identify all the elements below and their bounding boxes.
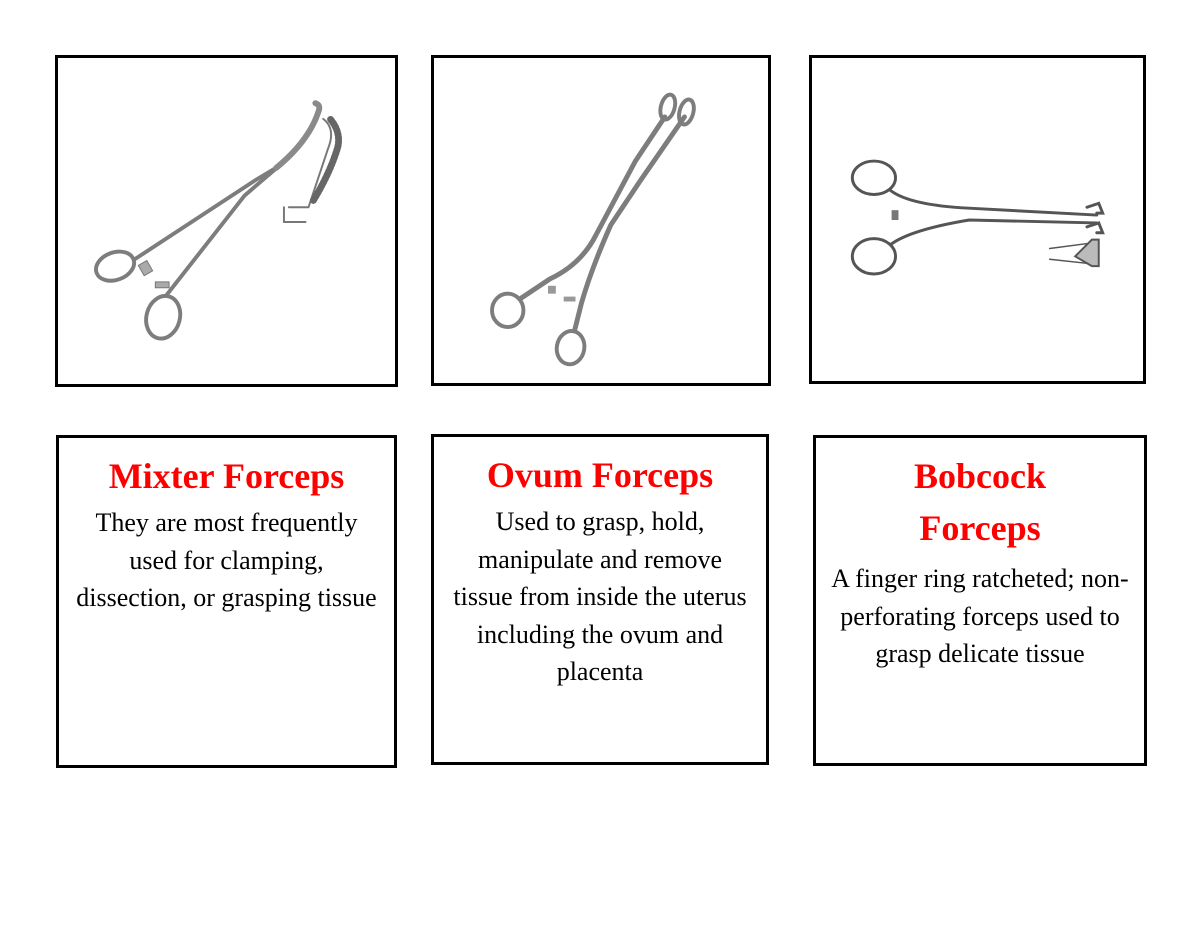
card-description: A finger ring ratcheted; non-perforating… (831, 564, 1129, 668)
mixter-forceps-card: Mixter Forceps They are most frequently … (56, 435, 397, 768)
card-description: Used to grasp, hold, manipulate and remo… (453, 507, 747, 686)
babcock-forceps-card: Bobcock Forceps A finger ring ratcheted;… (813, 435, 1147, 766)
mixter-forceps-icon (94, 100, 342, 341)
ovum-forceps-icon (490, 92, 696, 367)
card-title: Ovum Forceps (486, 455, 714, 495)
ovum-forceps-card: Ovum Forceps Used to grasp, hold, manipu… (431, 434, 769, 765)
ovum-forceps-image-box (431, 55, 771, 386)
card-title: Mixter Forceps (108, 456, 345, 496)
babcock-forceps-icon (850, 159, 1105, 276)
card-title: Bobcock Forceps (913, 456, 1046, 548)
mixter-forceps-image-box (55, 55, 398, 387)
card-description: They are most frequently used for clampi… (76, 508, 377, 612)
babcock-forceps-image-box (809, 55, 1146, 384)
